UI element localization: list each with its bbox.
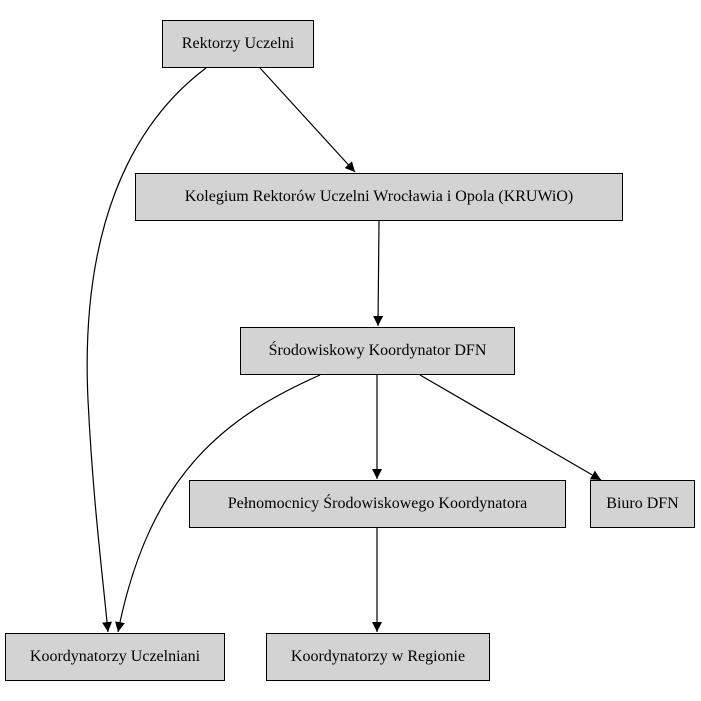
edge-rektorzy-uczelniani bbox=[86, 67, 207, 633]
node-kolegium-rektorow: Kolegium Rektorów Uczelni Wrocławia i Op… bbox=[135, 173, 623, 221]
edge-kolegium-srodowiskowy bbox=[373, 220, 384, 327]
node-pelnomocnicy: Pełnomocnicy Środowiskowego Koordynatora bbox=[189, 480, 566, 528]
node-biuro-dfn: Biuro DFN bbox=[590, 480, 695, 528]
node-koordynatorzy-uczelniani: Koordynatorzy Uczelniani bbox=[5, 633, 225, 681]
node-srodowiskowy-koordynator: Środowiskowy Koordynator DFN bbox=[240, 327, 515, 375]
edge-srodowiskowy-uczelniani bbox=[115, 374, 321, 633]
node-rektorzy-uczelni: Rektorzy Uczelni bbox=[162, 20, 314, 68]
edge-rektorzy-kolegium bbox=[259, 67, 356, 173]
node-koordynatorzy-w-regionie: Koordynatorzy w Regionie bbox=[266, 633, 490, 681]
edge-srodowiskowy-biuro bbox=[419, 374, 602, 481]
